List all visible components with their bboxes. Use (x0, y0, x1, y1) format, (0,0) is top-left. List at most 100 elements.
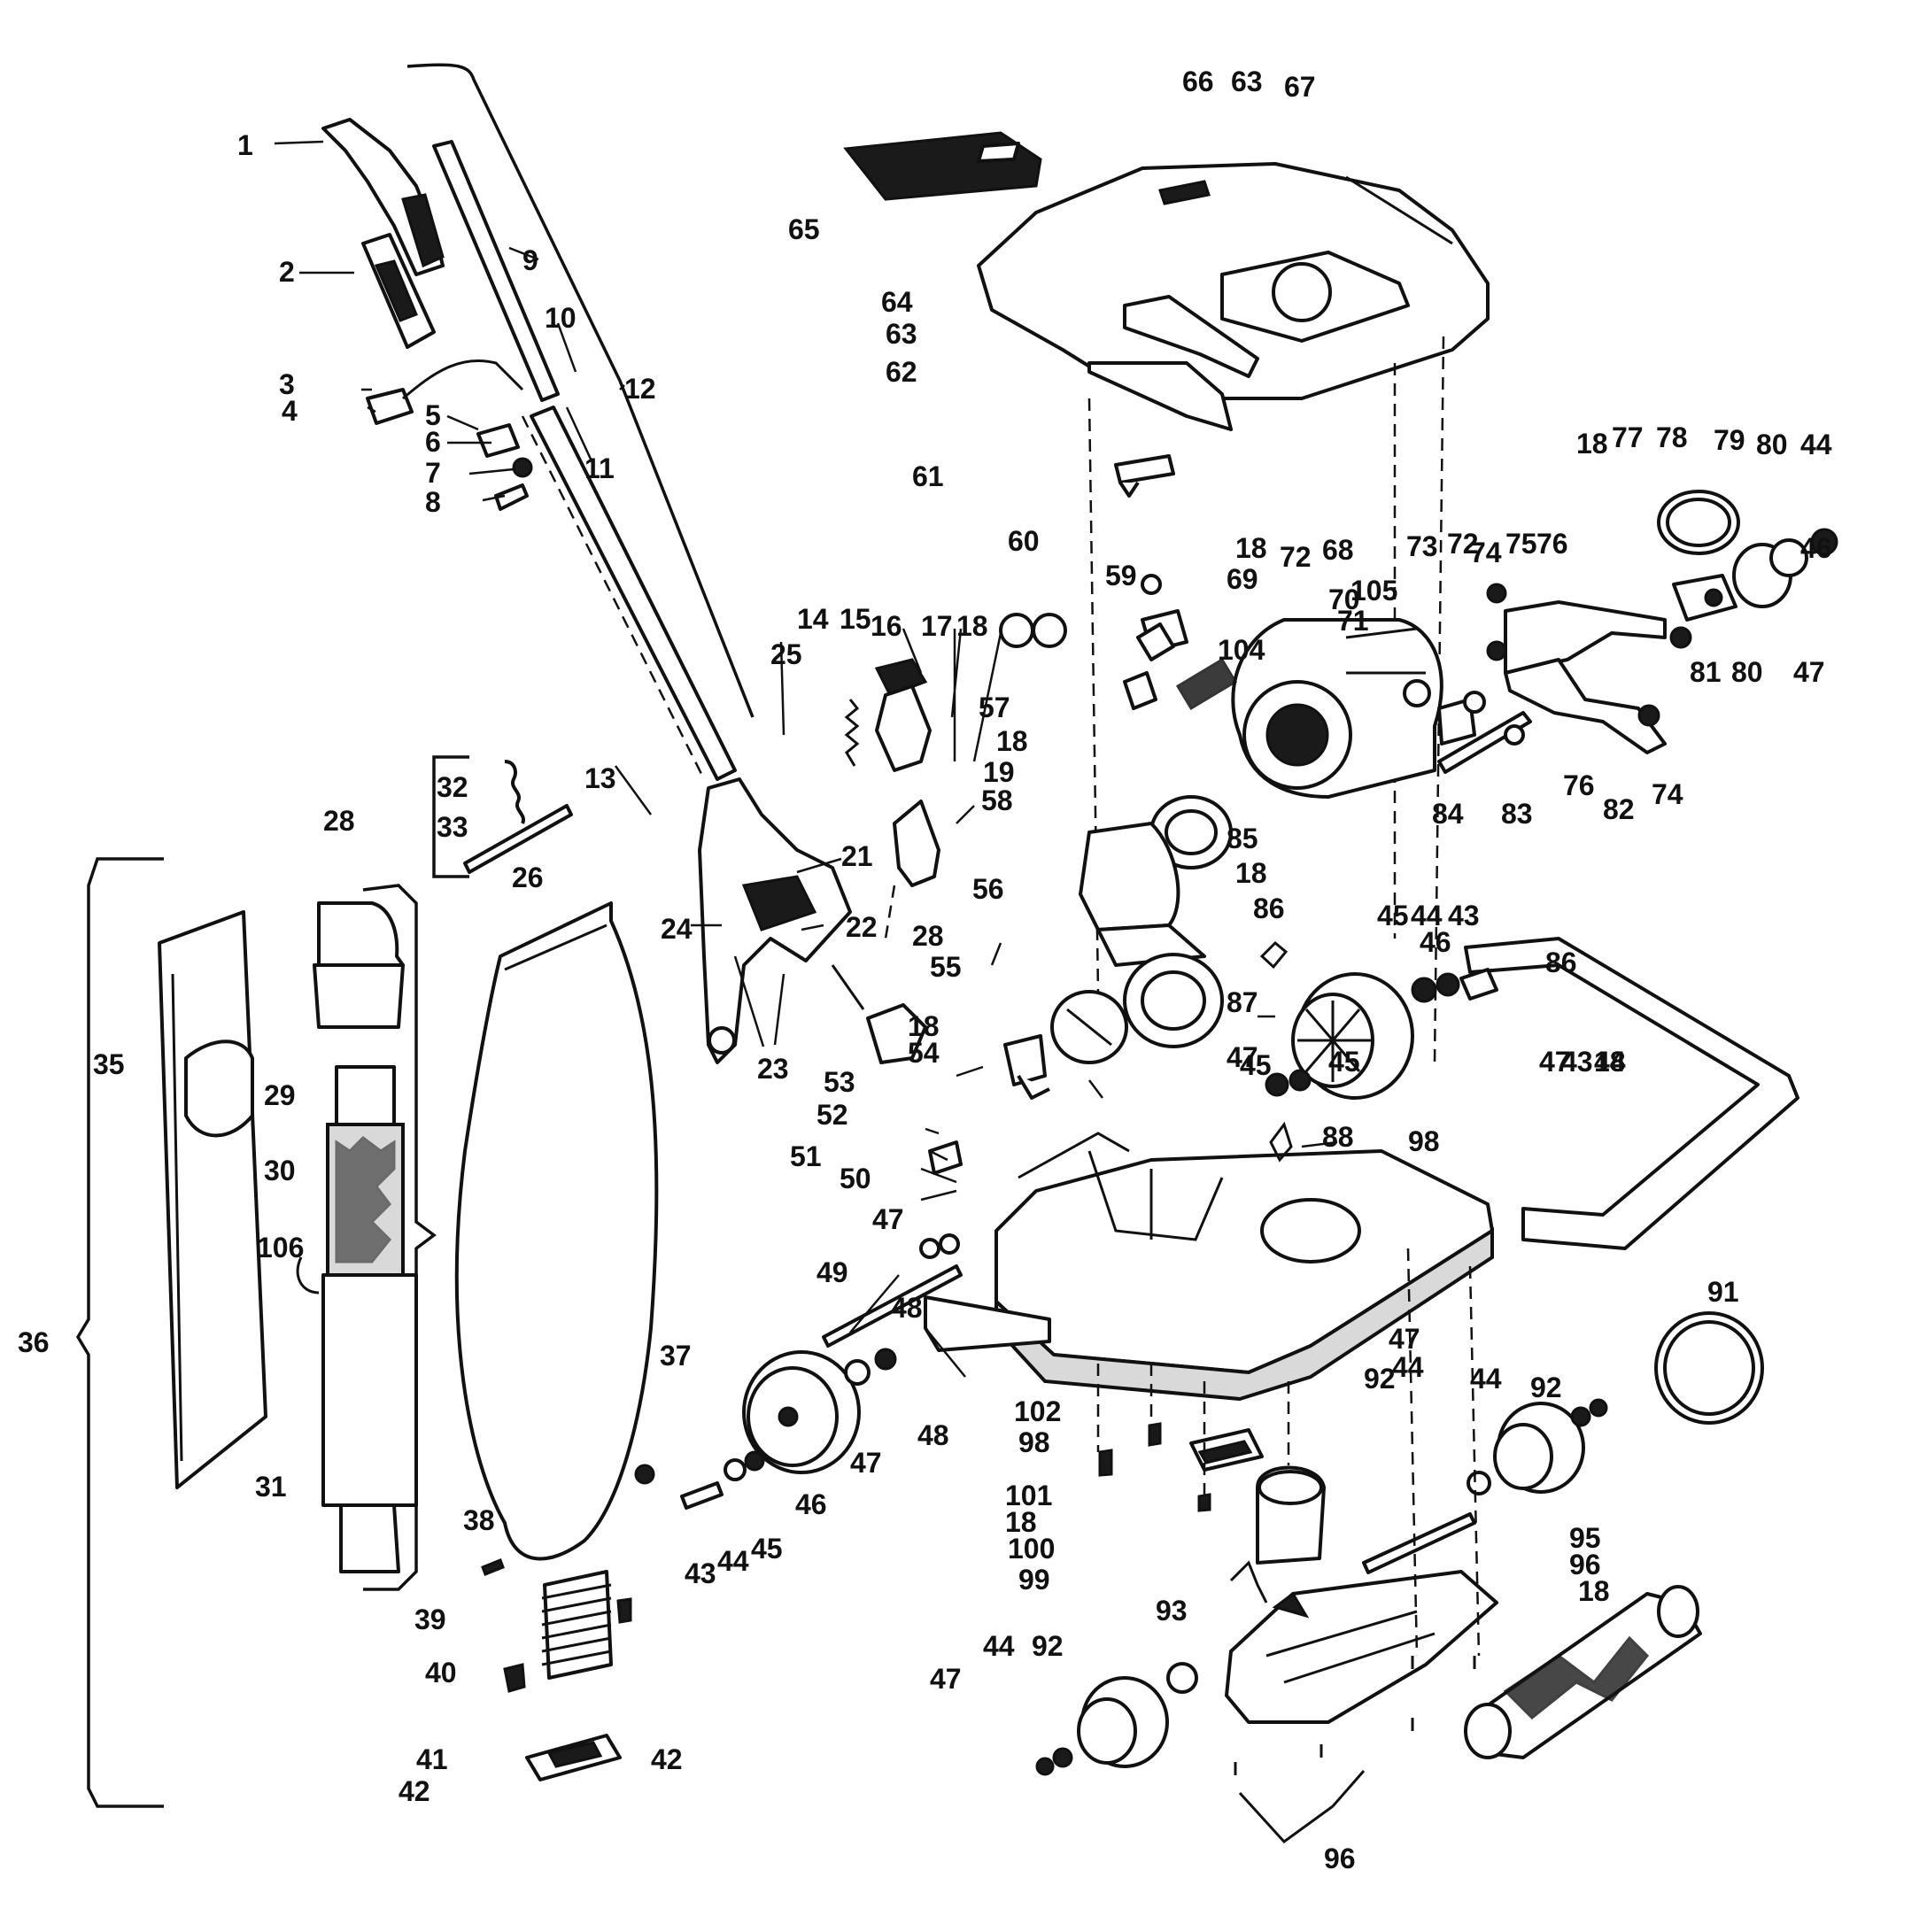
nozzle-100 (1256, 1465, 1326, 1565)
callout-label: 87 (1227, 986, 1258, 1018)
callout-label: 96 (1569, 1549, 1601, 1580)
callout-label: 12 (624, 373, 656, 405)
callout-label: 44 (1392, 1351, 1424, 1383)
callout-label: 98 (1408, 1125, 1440, 1157)
callout-label: 47 (850, 1447, 882, 1479)
callout-label: 80 (1756, 429, 1788, 460)
callout-label: 44 (1470, 1363, 1502, 1395)
callout-label: 92 (1032, 1630, 1064, 1662)
callout-label: 1 (237, 129, 253, 161)
callout-label: 8 (425, 486, 441, 518)
belt-78 (1657, 490, 1740, 555)
brace-right-hose (362, 884, 437, 1591)
callout-label: 18 (1235, 532, 1267, 564)
callout-label: 44 (1800, 429, 1832, 460)
screws-98 (1098, 1422, 1211, 1512)
caps-60 (999, 613, 1067, 648)
dust-bag (454, 901, 659, 1561)
callout-label: 33 (437, 811, 468, 843)
lower-handle-tube (521, 406, 737, 781)
callout-label: 64 (881, 286, 913, 318)
callout-label: 36 (18, 1326, 50, 1358)
callout-label: 91 (1707, 1276, 1739, 1308)
pedal (874, 658, 932, 772)
clip-86-small (1259, 940, 1289, 970)
connector-58 (1123, 622, 1175, 710)
callout-label: 85 (1227, 823, 1258, 854)
callout-label: 44 (983, 1630, 1015, 1662)
callout-label: 24 (661, 913, 693, 945)
bumper-48 (924, 1295, 1051, 1352)
brace-36 (75, 857, 164, 1808)
callout-label: 37 (660, 1340, 692, 1372)
callout-label: 40 (425, 1657, 457, 1689)
callout-label: 48 (891, 1292, 923, 1324)
callout-label: 60 (1008, 525, 1040, 557)
elbow (313, 901, 405, 1029)
callout-label: 83 (1501, 798, 1533, 830)
callout-label: 18 (996, 725, 1028, 757)
callout-label: 38 (463, 1504, 495, 1536)
callout-label: 63 (1231, 66, 1263, 97)
callout-label: 100 (1008, 1533, 1055, 1565)
callout-label: 77 (1612, 421, 1644, 453)
callout-label: 18 (1578, 1575, 1610, 1607)
switch-housing (361, 233, 436, 349)
callout-label: 93 (1156, 1595, 1188, 1627)
callout-label: 76 (1536, 528, 1568, 560)
callout-label: 62 (886, 356, 917, 388)
brace-12 (406, 63, 755, 718)
axle-bits-left (680, 1348, 897, 1510)
callout-label: 84 (1432, 798, 1464, 830)
callout-label: 43 (685, 1557, 716, 1589)
clip-88 (1269, 1121, 1293, 1163)
callout-label: 42 (399, 1775, 430, 1807)
screw-40 (503, 1663, 526, 1693)
callout-label: 13 (584, 762, 616, 794)
adjust-knob (831, 964, 927, 1064)
callout-label: 76 (1563, 769, 1595, 801)
callout-label: 44 (1594, 1046, 1626, 1078)
bag-cover (158, 910, 267, 1489)
callout-label: 11 (584, 452, 615, 484)
brush-roll (1464, 1585, 1702, 1759)
callout-label: 46 (1420, 926, 1451, 958)
callout-label: 47 (930, 1663, 962, 1695)
bag-base-plate (525, 1734, 622, 1781)
pulley-79 (1732, 528, 1838, 608)
callout-label: 22 (846, 911, 878, 943)
callout-label: 96 (1324, 1843, 1356, 1874)
callout-label: 43 (1561, 1046, 1593, 1078)
callout-label: 65 (788, 213, 820, 245)
screw-38 (481, 1558, 505, 1576)
callout-label: 80 (1731, 656, 1763, 688)
callout-label: 68 (1322, 534, 1354, 566)
callout-label: 7 (425, 457, 441, 489)
wheel-92-upper (1467, 1398, 1608, 1495)
handle-grip (321, 118, 445, 276)
callout-label: 29 (264, 1079, 296, 1111)
cord-clamp (476, 423, 533, 511)
callout-label: 53 (824, 1066, 855, 1098)
filter-pad (843, 131, 1042, 201)
callout-label: 92 (1364, 1363, 1396, 1395)
wheel-46-right (1291, 972, 1414, 1100)
callout-label: 52 (816, 1099, 848, 1131)
callout-label: 16 (871, 610, 902, 642)
wheel-46-left (742, 1350, 861, 1474)
callout-label: 42 (651, 1743, 683, 1775)
callout-label: 18 (1235, 857, 1267, 889)
callout-label: 105 (1350, 575, 1397, 607)
callout-label: 47 (1389, 1323, 1420, 1355)
cam-bracket (884, 800, 940, 939)
callout-label: 2 (279, 256, 295, 288)
callout-label: 59 (1105, 560, 1137, 591)
callout-label: 43 (1448, 900, 1480, 931)
callout-label: 48 (917, 1419, 949, 1451)
callout-label: 45 (751, 1533, 783, 1565)
callout-label: 70 (1328, 583, 1360, 615)
callout-label: 79 (1714, 424, 1745, 456)
callout-label: 10 (545, 302, 577, 334)
callout-label: 72 (1280, 541, 1312, 573)
